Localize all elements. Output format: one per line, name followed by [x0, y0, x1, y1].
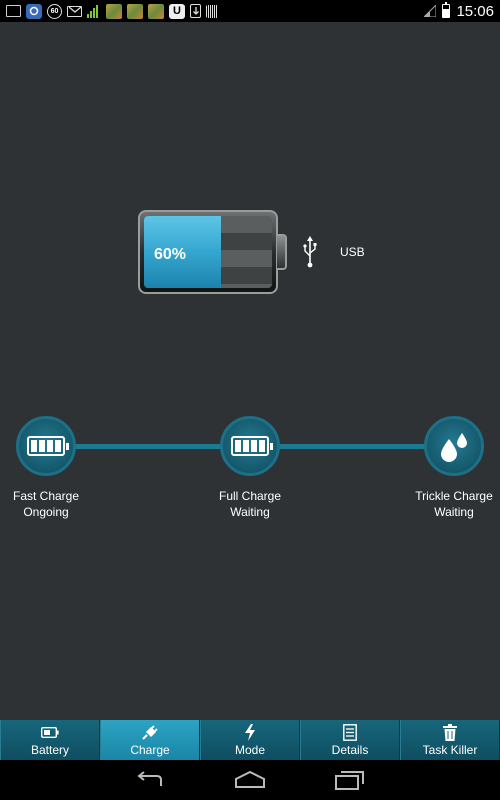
back-button[interactable] — [130, 768, 170, 792]
tab-mode[interactable]: Mode — [200, 720, 300, 760]
battery-status-icon — [442, 2, 451, 18]
stage-fast-charge-circle — [16, 416, 76, 476]
stage-full-charge-label: Full Charge Waiting — [190, 488, 310, 520]
power-source-label: USB — [340, 245, 365, 259]
60-badge-icon: 60 — [47, 3, 62, 19]
stage-name: Trickle Charge — [415, 489, 493, 503]
cell-signal-icon — [424, 5, 437, 17]
tab-details[interactable]: Details — [300, 720, 400, 760]
recent-apps-icon — [335, 771, 364, 790]
tab-label: Charge — [130, 742, 170, 757]
download-icon — [190, 4, 201, 18]
stage-status: Ongoing — [23, 505, 69, 519]
stage-fast-charge: Fast Charge Ongoing — [0, 416, 106, 520]
battery-level-track: 60% — [144, 216, 272, 288]
battery-percentage: 60% — [154, 246, 187, 263]
stage-status: Waiting — [434, 505, 474, 519]
stage-full-charge: Full Charge Waiting — [190, 416, 310, 520]
tab-battery[interactable]: Battery — [0, 720, 100, 760]
trash-icon — [441, 723, 459, 741]
game-icon — [106, 3, 122, 19]
tab-label: Battery — [30, 742, 69, 757]
signal-bars-icon — [87, 4, 101, 18]
tab-label: Mode — [234, 742, 266, 757]
bottom-tab-bar: Battery Charge Mode Details — [0, 720, 500, 760]
tab-label: Task Killer — [422, 742, 478, 757]
battery-graphic: 60% — [138, 210, 288, 294]
battery-icon — [41, 724, 59, 741]
tab-charge[interactable]: Charge — [100, 720, 200, 760]
usb-icon — [303, 236, 317, 268]
stage-trickle-charge: Trickle Charge Waiting — [394, 416, 500, 520]
stage-status: Waiting — [230, 505, 270, 519]
stage-name: Full Charge — [218, 489, 282, 503]
home-button[interactable] — [230, 768, 270, 792]
tab-label: Details — [331, 742, 369, 757]
notification-icons: 60 U — [6, 3, 218, 19]
stage-trickle-charge-circle — [424, 416, 484, 476]
back-arrow-icon — [137, 771, 162, 786]
barcode-icon — [206, 4, 218, 18]
plug-icon — [141, 724, 159, 741]
clock: 15:06 — [456, 2, 494, 20]
game-icon — [148, 3, 164, 19]
battery-level-fill — [144, 216, 221, 288]
stage-name: Fast Charge — [12, 489, 80, 503]
navigation-bar — [0, 760, 500, 800]
mail-icon — [67, 5, 82, 17]
stage-fast-charge-label: Fast Charge Ongoing — [0, 488, 106, 520]
recent-apps-button[interactable] — [330, 768, 370, 792]
battery-full-icon — [27, 436, 69, 456]
battery-body: 60% — [138, 210, 278, 294]
stage-trickle-charge-label: Trickle Charge Waiting — [394, 488, 500, 520]
lightning-icon — [241, 723, 259, 741]
image-icon — [6, 5, 21, 17]
status-bar: 60 U 15:06 — [0, 0, 500, 22]
app-icon — [26, 3, 42, 19]
battery-full-icon — [231, 436, 273, 456]
water-drops-icon — [441, 433, 467, 462]
u-icon: U — [169, 3, 185, 19]
battery-cap — [277, 234, 287, 270]
system-icons: 15:06 — [424, 2, 494, 20]
home-icon — [235, 771, 265, 788]
stage-full-charge-circle — [220, 416, 280, 476]
document-icon — [341, 723, 359, 741]
tab-task-killer[interactable]: Task Killer — [400, 720, 500, 760]
game-icon — [127, 3, 143, 19]
